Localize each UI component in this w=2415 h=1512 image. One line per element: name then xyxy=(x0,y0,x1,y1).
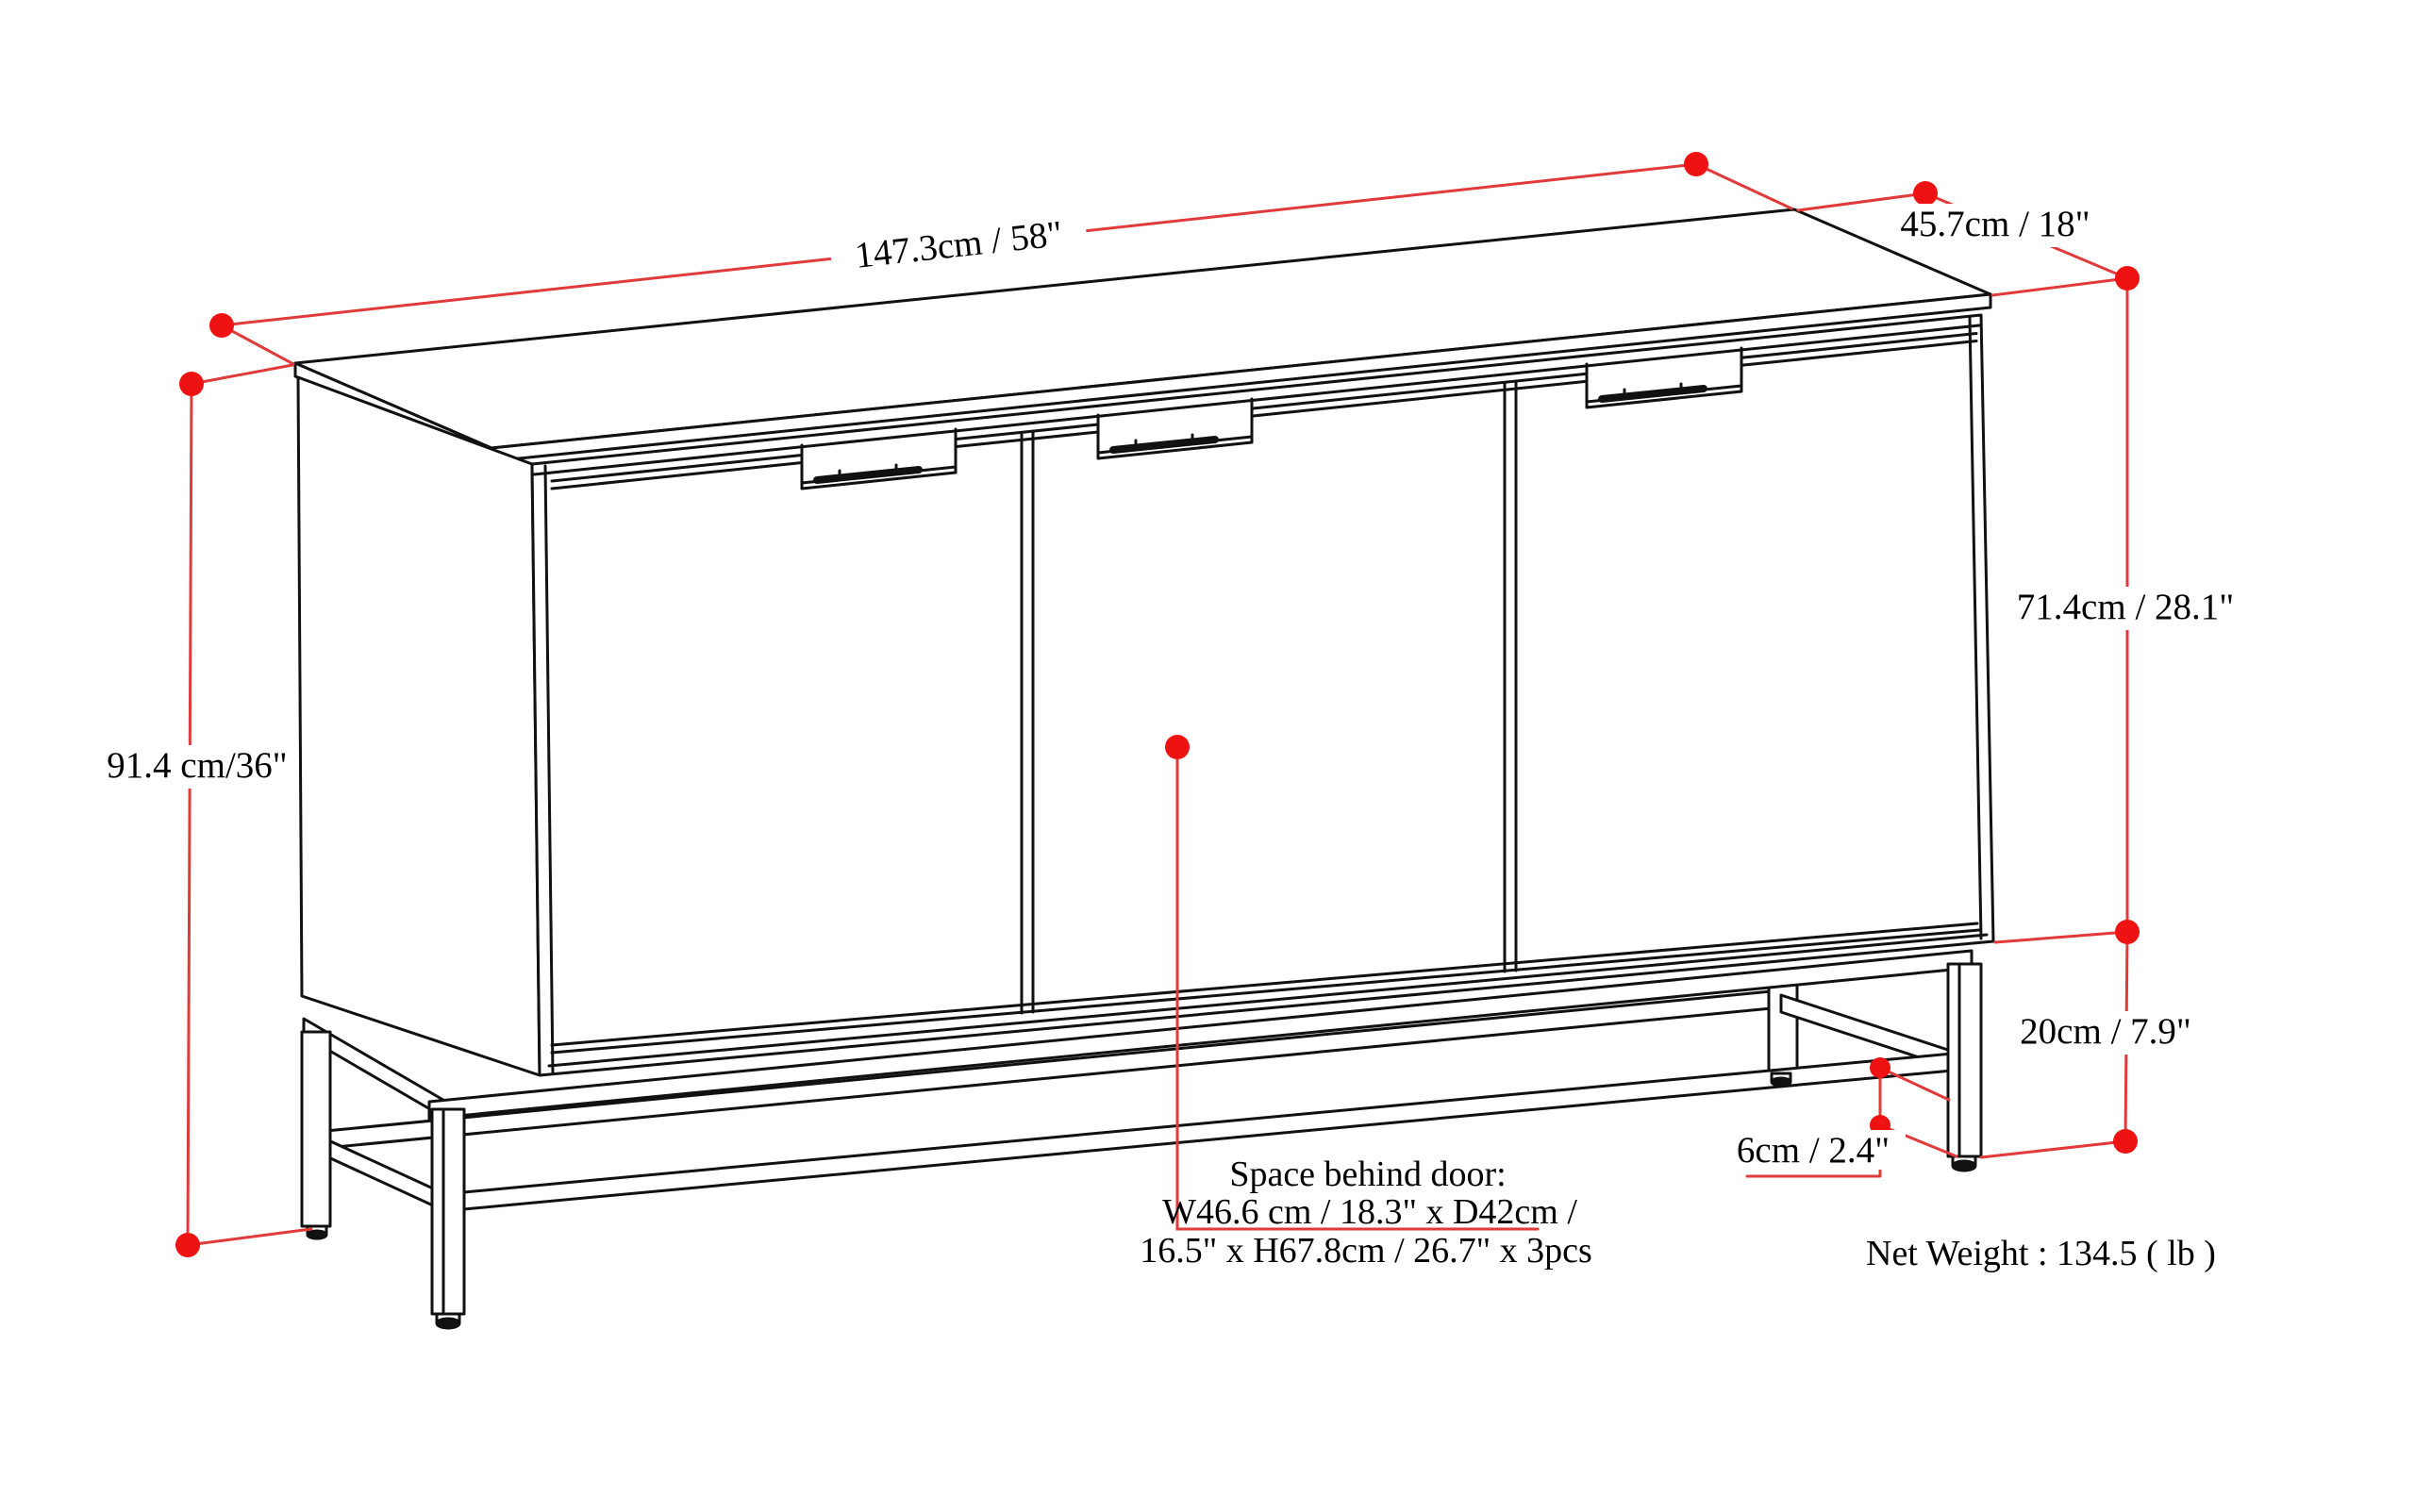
net-weight-label: Net Weight : 134.5 ( lb ) xyxy=(1866,1234,2216,1273)
door-handle-middle xyxy=(1096,397,1254,460)
cabinet-left-face xyxy=(296,375,541,1077)
base-feet xyxy=(306,1072,1977,1330)
anchor-dot xyxy=(179,372,204,396)
space-behind-door-line2: W46.6 cm / 18.3" x D42cm / xyxy=(1162,1192,1577,1232)
door-top-edge xyxy=(550,332,1978,490)
dimension-anchor-dots xyxy=(175,152,2140,1257)
dimension-line-space-behind-door xyxy=(1175,745,1540,1231)
anchor-dot xyxy=(209,313,234,338)
anchor-dot xyxy=(2115,920,2140,944)
anchor-dot xyxy=(1870,1057,1890,1078)
anchor-dot xyxy=(1913,181,1938,206)
base-leg-back-left xyxy=(300,1030,332,1228)
anchor-dot xyxy=(175,1233,200,1257)
anchor-dot xyxy=(1684,152,1708,176)
cabinet-edge-lines xyxy=(532,316,1989,1075)
door-handle-left xyxy=(800,427,958,490)
dimension-depth-label: 45.7cm / 18" xyxy=(1900,204,2090,244)
dimension-line-total-height xyxy=(186,363,313,1247)
base-leg-front-left xyxy=(430,1107,466,1316)
cabinet xyxy=(293,208,1995,1077)
anchor-dot xyxy=(2113,1129,2138,1154)
dimension-total-height-label: 91.4 cm/36" xyxy=(107,745,287,786)
door-handle-right xyxy=(1585,346,1743,409)
cabinet-front-face xyxy=(530,313,1995,1077)
dimension-labels: 147.3cm / 58" 45.7cm / 18" 71.4cm / 28.1… xyxy=(96,204,2247,1273)
dimension-foot-height-label: 6cm / 2.4" xyxy=(1737,1130,1890,1171)
space-behind-door-line1: Space behind door: xyxy=(1229,1155,1506,1194)
anchor-dot xyxy=(2115,266,2140,291)
anchor-dot xyxy=(1165,735,1190,759)
dimension-base-height-label: 20cm / 7.9" xyxy=(2020,1011,2191,1052)
base-leg-front-right xyxy=(1946,962,1983,1158)
door-seam-right xyxy=(1503,380,1518,973)
dimension-cabinet-height-label: 71.4cm / 28.1" xyxy=(2017,587,2234,627)
door-bottom-edge xyxy=(550,922,1981,1055)
door-seam-left xyxy=(1020,430,1035,1015)
base-side-bar-left xyxy=(312,1132,447,1213)
space-behind-door-line3: 16.5" x H67.8cm / 26.7" x 3pcs xyxy=(1140,1231,1592,1271)
metal-base xyxy=(300,949,1983,1330)
